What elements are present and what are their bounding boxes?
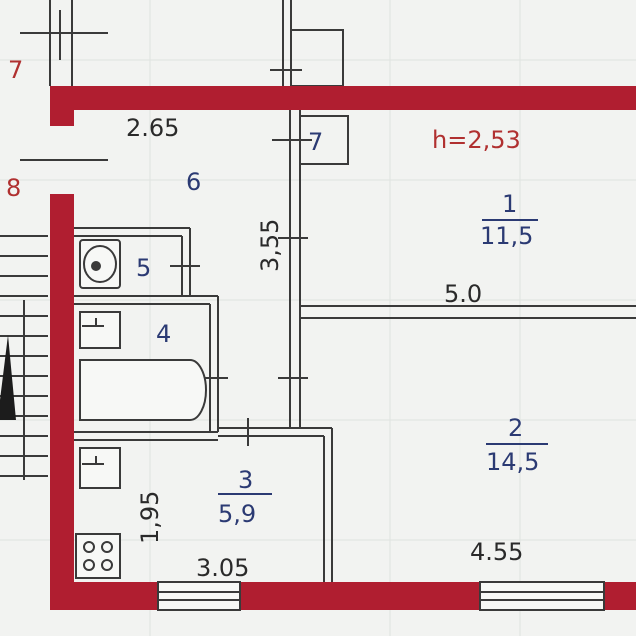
dim-hall-length: 3,55 bbox=[256, 219, 284, 272]
floor-label-upper: 7 bbox=[8, 56, 23, 84]
room-area-3: 5,9 bbox=[218, 500, 256, 528]
wall-bottom-2 bbox=[240, 582, 480, 610]
wall-left bbox=[50, 194, 74, 604]
stove-icon bbox=[75, 533, 121, 579]
room-number-7: 7 bbox=[308, 128, 323, 156]
wall-top bbox=[50, 86, 636, 110]
window-room2 bbox=[479, 581, 605, 611]
dim-room2-width: 4.55 bbox=[470, 538, 523, 566]
upper-walls bbox=[20, 0, 344, 161]
washbasin-icon bbox=[79, 311, 121, 349]
room-area-1: 11,5 bbox=[480, 222, 533, 250]
dim-room1-width: 5.0 bbox=[444, 280, 482, 308]
room-number-5: 5 bbox=[136, 254, 151, 282]
floor-label-lower: 8 bbox=[6, 174, 21, 202]
ceiling-height: h=2,53 bbox=[432, 126, 521, 154]
stair-arrow-icon bbox=[0, 335, 16, 420]
room-area-2: 14,5 bbox=[486, 448, 539, 476]
fraction-bars bbox=[218, 219, 548, 495]
room-number-3: 3 bbox=[238, 466, 253, 494]
room-number-4: 4 bbox=[156, 320, 171, 348]
outer-walls bbox=[50, 86, 636, 610]
fixtures bbox=[75, 239, 207, 579]
wall-left-upper bbox=[50, 86, 74, 126]
room-number-6: 6 bbox=[186, 168, 201, 196]
windows bbox=[157, 581, 605, 611]
stairwell bbox=[0, 235, 48, 480]
wall-bottom-1 bbox=[50, 582, 158, 610]
bathtub-icon bbox=[79, 359, 207, 421]
dim-kitchen-width: 3.05 bbox=[196, 554, 249, 582]
dim-kitchen-length: 1,95 bbox=[136, 491, 164, 544]
room-number-1: 1 bbox=[502, 190, 517, 218]
door-marks bbox=[52, 110, 312, 446]
room-number-2: 2 bbox=[508, 414, 523, 442]
dim-hall-width: 2.65 bbox=[126, 114, 179, 142]
wall-bottom-3 bbox=[604, 582, 636, 610]
window-kitchen bbox=[157, 581, 241, 611]
kitchen-sink-icon bbox=[79, 447, 121, 489]
